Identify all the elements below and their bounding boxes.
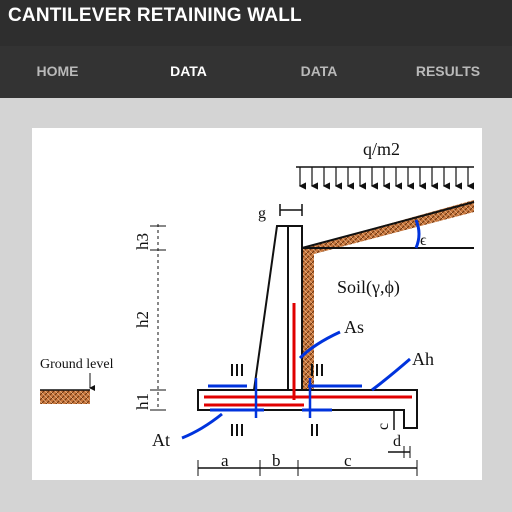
retaining-wall-diagram: q/m2 ϵ Soil(γ,ϕ) Ground level As Ah At — [40, 139, 475, 476]
at-pointer — [181, 412, 223, 440]
tab-home[interactable]: HOME — [36, 63, 79, 79]
tab-data-2[interactable]: DATA — [300, 63, 338, 79]
wall-stem-face — [277, 225, 303, 391]
as-label: As — [344, 317, 364, 337]
ground-soil — [40, 390, 90, 404]
backfill-soil — [302, 200, 474, 398]
tab-results[interactable]: RESULTS — [415, 63, 481, 79]
ah-pointer — [371, 357, 411, 392]
backfill-slope-line — [301, 201, 475, 249]
g-label: g — [258, 205, 266, 222]
ground-level-label: Ground level — [40, 357, 114, 372]
h1-label: h1 — [133, 393, 152, 410]
h2-label: h2 — [133, 311, 152, 328]
epsilon-label: ϵ — [420, 232, 427, 249]
soil-label: Soil(γ,ϕ) — [337, 277, 400, 298]
load-label: q/m2 — [363, 139, 400, 159]
blue-vertical-bars — [254, 378, 312, 418]
b-label: b — [272, 451, 281, 470]
tab-bar: HOME DATA DATA RESULTS — [0, 46, 512, 144]
app-title: CANTILEVER RETAINING WALL — [8, 5, 302, 26]
c-vertical-label: c — [375, 423, 392, 430]
d-label: d — [393, 433, 401, 450]
app-bar: CANTILEVER RETAINING WALL — [0, 0, 512, 46]
tab-data-1[interactable]: DATA — [170, 63, 207, 79]
distributed-load — [296, 166, 474, 190]
at-label: At — [152, 430, 170, 450]
as-pointer — [298, 330, 341, 360]
c-label: c — [344, 451, 352, 470]
diagram-card: q/m2 ϵ Soil(γ,ϕ) Ground level As Ah At — [32, 128, 482, 480]
a-label: a — [221, 451, 229, 470]
ah-label: Ah — [412, 349, 434, 369]
h3-label: h3 — [133, 233, 152, 250]
wall-stem — [252, 225, 289, 391]
epsilon-angle-arc — [414, 219, 421, 249]
rebar-ties — [231, 364, 323, 436]
